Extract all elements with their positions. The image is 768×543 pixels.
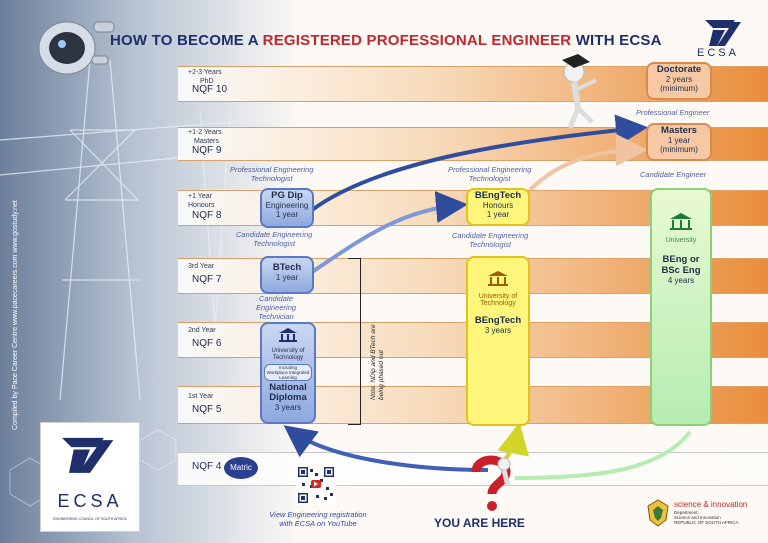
matric-badge: Matric [224, 457, 258, 479]
dsi-name: science & innovation [674, 500, 748, 509]
note-cand-eng: Candidate Engineer [640, 170, 707, 179]
band-nqf9-label: NQF 9 [192, 145, 222, 156]
university-icon [670, 213, 692, 230]
phase-out-bracket [348, 258, 361, 425]
question-mark-figure-icon [471, 455, 511, 511]
ecsa-logo-icon [705, 20, 741, 46]
side-credit: Compiled by Pace Career Centre www.pacec… [12, 200, 19, 430]
ecsa-top-label: ECSA [697, 47, 739, 59]
btech-box: BTech 1 year [260, 256, 314, 294]
band-nqf6-label: NQF 6 [192, 338, 222, 349]
doctorate-box: Doctorate 2 years (minimum) [646, 62, 712, 100]
university-icon [488, 271, 508, 286]
bengtech-honours-box: BEngTech Honours 1 year [466, 188, 530, 226]
graduate-figure-icon [562, 54, 597, 129]
ecsa-logo-bottom: ECSA ENGINEERING COUNCIL OF SOUTH AFRICA [40, 422, 140, 532]
ecsa-name: ECSA [57, 491, 123, 511]
ecsa-subtitle: ENGINEERING COUNCIL OF SOUTH AFRICA [53, 517, 127, 521]
band-nqf10-label: NQF 10 [192, 84, 228, 95]
university-icon [279, 328, 297, 342]
band-nqf7-label: NQF 7 [192, 274, 222, 285]
page-title: HOW TO BECOME A REGISTERED PROFESSIONAL … [110, 32, 662, 49]
pgdip-box: PG Dip Engineering 1 year [260, 188, 314, 228]
masters-box: Masters 1 year (minimum) [646, 123, 712, 161]
band-years-nqf7: 3rd Year [188, 263, 215, 270]
you-are-here-label: YOU ARE HERE [434, 516, 525, 530]
note-pro-eng: Professional Engineer [636, 108, 710, 117]
band-years-nqf5: 1st Year [188, 393, 214, 400]
coat-of-arms-icon [647, 499, 669, 527]
band-nqf5-label: NQF 5 [192, 404, 222, 415]
band-nqf4-label: NQF 4 [192, 461, 222, 472]
youtube-qr-code[interactable] [296, 465, 336, 505]
band-nqf8-label: NQF 8 [192, 210, 222, 221]
robot-icon [38, 21, 115, 75]
ecsa-logo-icon [62, 437, 114, 473]
band-years-nqf6: 2nd Year [188, 327, 216, 334]
